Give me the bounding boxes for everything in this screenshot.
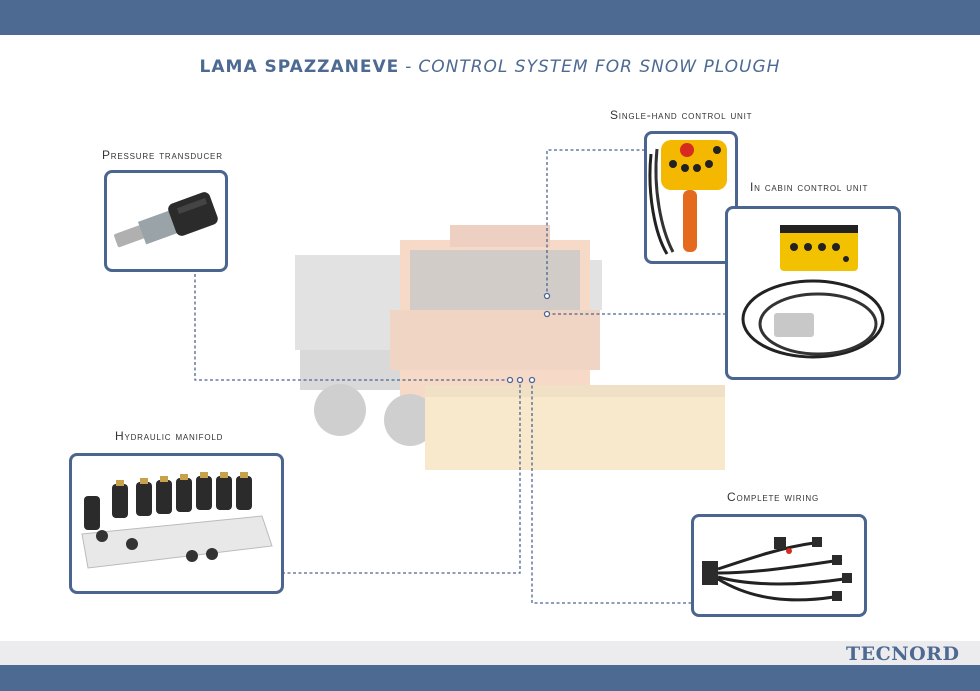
connector-complete-wiring	[531, 380, 708, 604]
pressure-transducer-icon	[114, 192, 218, 248]
connector-hydraulic-manifold	[260, 380, 521, 574]
hydraulic-manifold-icon	[81, 472, 273, 569]
in-cabin-control-icon	[741, 225, 885, 359]
label-single-hand-control-unit: Single-hand control unit	[610, 108, 753, 122]
brand-logo: TECNORD	[846, 643, 960, 665]
complete-wiring-icon	[702, 537, 852, 602]
title-subtitle: CONTROL SYSTEM FOR SNOW PLOUGH	[418, 57, 781, 77]
single-hand-control-unit-box	[644, 131, 738, 264]
label-hydraulic-manifold: Hydraulic manifold	[115, 429, 224, 443]
node-truck-5	[543, 310, 551, 318]
node-truck-2	[516, 376, 524, 384]
snow-plough-truck-image	[295, 225, 725, 470]
label-complete-wiring: Complete wiring	[727, 490, 820, 504]
title-separator: -	[405, 57, 413, 77]
node-truck-1	[506, 376, 514, 384]
bottom-bar	[0, 665, 980, 691]
single-hand-control-icon	[648, 140, 727, 255]
label-pressure-transducer: Pressure transducer	[102, 148, 223, 162]
in-cabin-control-unit-box	[725, 206, 901, 380]
connector-pressure-transducer	[194, 252, 510, 381]
title-main: LAMA SPAZZANEVE	[199, 57, 400, 77]
top-bar	[0, 0, 980, 35]
pressure-transducer-box	[104, 170, 228, 272]
hydraulic-manifold-box	[69, 453, 284, 594]
label-in-cabin-control-unit: In cabin control unit	[750, 180, 869, 194]
complete-wiring-box	[691, 514, 867, 617]
node-truck-4	[543, 292, 551, 300]
page-title: LAMA SPAZZANEVE-CONTROL SYSTEM FOR SNOW …	[0, 57, 980, 77]
connector-single-hand-unit	[546, 149, 656, 296]
node-truck-3	[528, 376, 536, 384]
footer-strip	[0, 641, 980, 665]
